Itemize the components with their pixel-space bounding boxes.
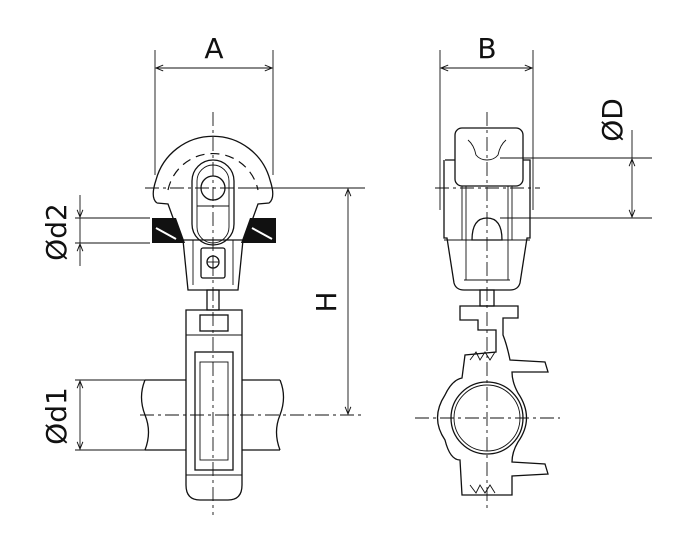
screw-plate — [200, 247, 226, 279]
dimension-A: A — [154, 32, 274, 175]
wheel-groove — [467, 139, 507, 161]
dimension-label-D: ØD — [596, 98, 629, 142]
dimension-label-H: H — [310, 291, 343, 312]
dimension-label-d2: Ød2 — [40, 203, 73, 261]
dimension-d2: Ød2 — [40, 195, 80, 266]
rubber-strip-right — [241, 218, 276, 243]
dimension-d1: Ød1 — [40, 381, 80, 449]
housing-body — [443, 159, 531, 291]
clamp-teeth-bottom — [469, 484, 496, 494]
dimension-D: ØD — [500, 98, 652, 219]
hanger-body — [182, 239, 244, 291]
pin-hole — [200, 175, 226, 201]
clamp-band-inner — [199, 361, 229, 461]
dimension-label-B: B — [477, 32, 496, 65]
screw-icon — [206, 255, 220, 269]
dimension-label-A: A — [204, 32, 223, 65]
lug-inner-outline — [196, 164, 230, 244]
clamp-band — [194, 351, 234, 471]
side-clamp — [436, 305, 549, 496]
clamp-nut — [199, 314, 229, 332]
rubber-strip-left — [152, 218, 185, 243]
dimension-label-d1: Ød1 — [40, 387, 73, 445]
dimension-B: B — [439, 32, 534, 210]
dimension-H: H — [240, 187, 365, 414]
front-view — [75, 112, 365, 515]
pin-head — [471, 217, 503, 241]
lug — [191, 159, 235, 246]
pipe — [140, 379, 285, 451]
clamp-teeth-top — [469, 351, 496, 361]
side-view — [415, 112, 560, 512]
wheel-hidden-line — [167, 153, 259, 191]
wheel-housing-top — [454, 127, 524, 187]
pipe-clamp — [185, 309, 243, 501]
